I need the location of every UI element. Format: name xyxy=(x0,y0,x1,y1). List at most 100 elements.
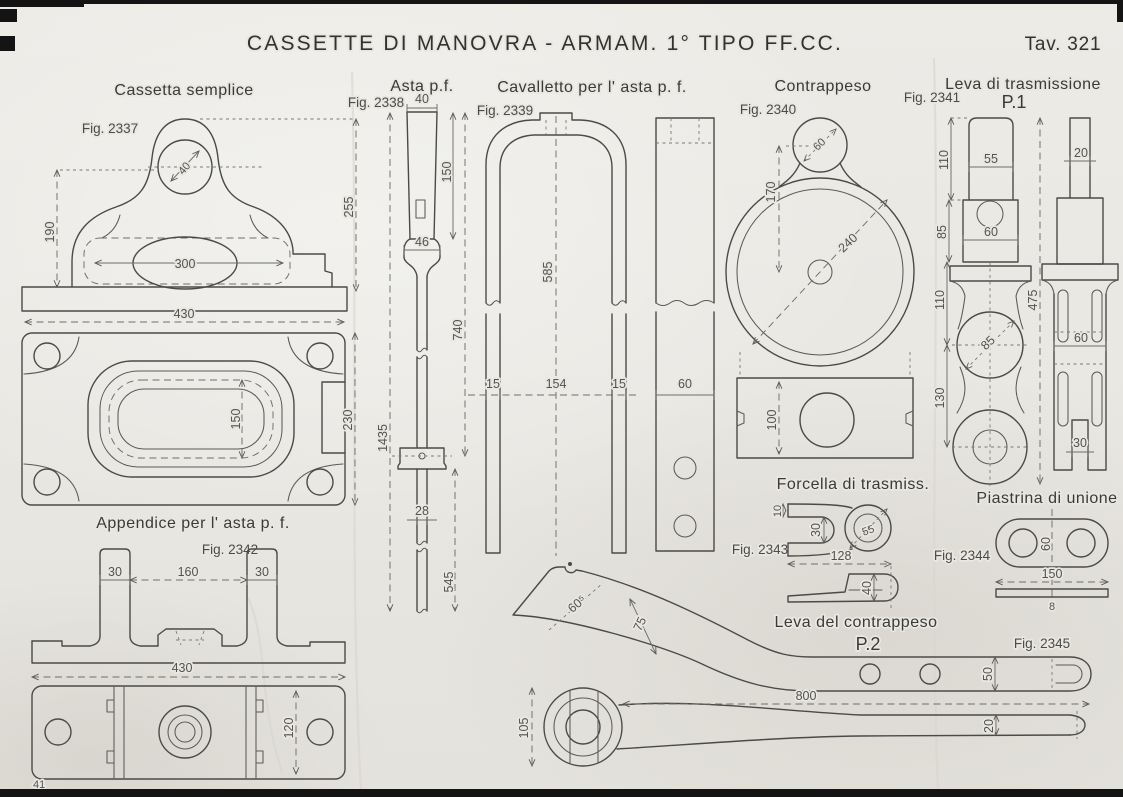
dim-slot: 300 xyxy=(175,257,196,271)
fig-2342-appendice: Appendice per l' asta p. f. Fig. 2342 30… xyxy=(30,513,347,780)
figure-number: Fig. 2339 xyxy=(477,103,533,118)
front-view: 40 190 255 300 430 xyxy=(21,117,360,326)
dim-plan-height: 230 xyxy=(341,410,355,431)
fig-2341-leva-di-trasmissione: Leva di trasmissione P.1 Fig. 2341 55 11… xyxy=(902,74,1119,492)
part-label: P.2 xyxy=(856,634,881,654)
scan-artifact-bottom-edge xyxy=(0,789,1123,797)
dim-bar-thickness: 20 xyxy=(982,719,996,733)
dim-block-height: 85 xyxy=(935,225,949,239)
figure-title: Forcella di trasmiss. xyxy=(777,476,930,493)
dim-shoulder: 46 xyxy=(415,235,429,249)
side-view: 60 xyxy=(655,117,715,552)
scan-artifact-top-left-wedge xyxy=(0,0,84,7)
figure-title: Cavalletto per l' asta p. f. xyxy=(497,79,687,96)
dim-block-width: 60 xyxy=(984,225,998,239)
figure-number: Fig. 2341 xyxy=(904,90,960,105)
figure-title: Asta p.f. xyxy=(390,78,453,95)
scan-artifact-left-tab-1 xyxy=(0,9,17,22)
plan-view: 150 230 xyxy=(21,331,359,507)
dim-slot: 30 xyxy=(809,523,823,537)
dim-slot-width: 30 xyxy=(1073,436,1087,450)
dim-length: 800 xyxy=(796,689,817,703)
dim-width: 430 xyxy=(174,307,195,321)
plate-header: CASSETTE DI MANOVRA - ARMAM. 1° TIPO FF.… xyxy=(245,30,1102,57)
figure-number: Fig. 2344 xyxy=(934,548,991,563)
plate-number: Tav. 321 xyxy=(1025,34,1102,55)
dim-side-height: 40 xyxy=(860,581,874,595)
front-view: 55 110 60 85 85 110 xyxy=(931,116,1044,492)
dim-arm-width: 75 xyxy=(631,615,650,634)
dim-thickness: 8 xyxy=(1049,601,1055,613)
fig-2345-leva-del-contrappeso: Leva del contrappeso P.2 Fig. 2345 50 75… xyxy=(512,562,1092,768)
dim-total-length: 1435 xyxy=(376,424,390,452)
fig-2337-cassetta-semplice: Cassetta semplice Fig. 2337 40 190 255 xyxy=(21,80,360,507)
lever-bottom-view: 800 20 105 xyxy=(515,686,1091,768)
dim-span: 154 xyxy=(546,377,567,391)
dim-side-width: 60 xyxy=(1074,331,1088,345)
dim-upper-length: 740 xyxy=(451,320,465,341)
front-view: 15 154 15 585 xyxy=(468,112,640,556)
plate-title: CASSETTE DI MANOVRA - ARMAM. 1° TIPO FF.… xyxy=(247,32,843,55)
dim-height: 585 xyxy=(541,262,555,283)
dim-height: 60 xyxy=(1039,537,1053,551)
dim-stem-width: 20 xyxy=(1074,146,1088,160)
figure-title: Leva di trasmissione xyxy=(945,76,1101,93)
dim-total-height: 475 xyxy=(1026,290,1040,311)
scan-artifact-top-edge xyxy=(0,0,1123,4)
dim-plan-slot: 150 xyxy=(229,409,243,430)
fig-2339-cavalletto: Cavalletto per l' asta p. f. Fig. 2339 1… xyxy=(468,77,715,556)
figure-number: Fig. 2337 xyxy=(82,121,138,136)
dim-prong: 10 xyxy=(772,505,784,517)
dim-base-height: 100 xyxy=(765,410,779,431)
top-view: 55 10 30 128 xyxy=(770,502,893,568)
side-view: 20 60 30 xyxy=(1041,117,1119,471)
figure-number: Fig. 2342 xyxy=(202,542,258,557)
dim-head-length: 150 xyxy=(440,162,454,183)
figure-number: Fig. 2338 xyxy=(348,95,404,110)
dim-head-height: 110 xyxy=(937,150,951,170)
fig-2338-asta: Asta p.f. Fig. 2338 40 46 28 150 xyxy=(346,76,469,614)
dim-top-width: 40 xyxy=(415,92,429,106)
dim-lower-height: 130 xyxy=(933,388,947,409)
dim-plan-height: 120 xyxy=(282,718,296,739)
figure-number: Fig. 2345 xyxy=(1014,636,1070,651)
dim-boss-hole: 40 xyxy=(176,160,193,177)
dim-side-width: 60 xyxy=(678,377,692,391)
figure-number: Fig. 2340 xyxy=(740,102,796,117)
side-view: 40 xyxy=(787,566,899,608)
dim-length: 128 xyxy=(831,549,852,563)
part-label: P.1 xyxy=(1002,92,1027,112)
figure-title: Cassetta semplice xyxy=(114,82,253,99)
dim-lower-length: 545 xyxy=(442,572,456,593)
dim-arm-end: 60⁵ xyxy=(565,593,589,616)
dim-offset: 170 xyxy=(764,182,778,203)
scan-artifact-right-sliver xyxy=(1117,0,1123,22)
page-number: 41 xyxy=(33,779,45,791)
dim-boss-diameter: 85 xyxy=(978,333,998,353)
dim-height-right: 255 xyxy=(342,197,356,218)
dim-boss-diameter: 55 xyxy=(861,523,877,538)
figure-title: Appendice per l' asta p. f. xyxy=(96,515,290,532)
dim-height-left: 190 xyxy=(43,222,57,243)
dim-width: 430 xyxy=(172,661,193,675)
dim-mid-height: 110 xyxy=(933,290,947,310)
fig-2343-forcella: Forcella di trasmiss. Fig. 2343 55 10 30… xyxy=(730,474,931,608)
dim-post-right: 30 xyxy=(255,565,269,579)
fig-2340-contrappeso: Contrappeso Fig. 2340 240 60 170 100 xyxy=(725,76,915,459)
dim-leg-right: 15 xyxy=(612,377,626,391)
dim-leg-left: 15 xyxy=(486,377,500,391)
figure-number: Fig. 2343 xyxy=(732,542,788,557)
plan-view: 120 xyxy=(31,685,346,780)
figure-title: Contrappeso xyxy=(774,78,871,95)
figure-title: Leva del contrappeso xyxy=(775,614,938,631)
profile-view: 30 160 30 430 xyxy=(30,548,347,681)
dim-bar-height: 50 xyxy=(981,667,995,681)
dim-span: 160 xyxy=(178,565,199,579)
dim-disc-diameter: 240 xyxy=(836,231,861,255)
dim-post-left: 30 xyxy=(108,565,122,579)
fig-2344-piastrina: Piastrina di unione Fig. 2344 60 150 8 xyxy=(932,488,1119,615)
dim-shaft: 28 xyxy=(415,504,429,518)
dim-eye-height: 105 xyxy=(517,718,531,739)
